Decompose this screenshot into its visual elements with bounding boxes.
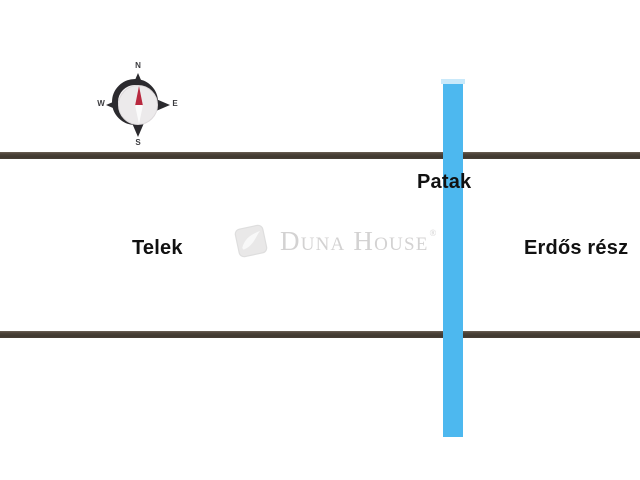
compass-needle-north bbox=[135, 86, 143, 106]
registered-trademark-symbol: ® bbox=[429, 227, 438, 238]
compass-label-west: W bbox=[97, 99, 105, 108]
duna-house-diamond-logo-icon bbox=[234, 224, 268, 258]
map-label-patak: Patak bbox=[417, 171, 472, 193]
stream-feature bbox=[441, 79, 465, 437]
brand-name: Duna House bbox=[280, 225, 429, 256]
boundary-line-top bbox=[0, 152, 640, 159]
map-label-erdos-resz: Erdős rész bbox=[524, 237, 629, 259]
brand-watermark-text: Duna House® bbox=[280, 225, 436, 257]
map-label-telek: Telek bbox=[132, 237, 183, 259]
compass-label-north: N bbox=[135, 61, 141, 70]
compass-needle-south bbox=[135, 105, 143, 124]
boundary-line-bottom bbox=[0, 331, 640, 338]
brand-watermark: Duna House® bbox=[231, 219, 436, 263]
compass-label-east: E bbox=[172, 99, 178, 108]
compass-label-south: S bbox=[135, 138, 141, 147]
compass-rose-icon: N S W E bbox=[95, 62, 181, 148]
